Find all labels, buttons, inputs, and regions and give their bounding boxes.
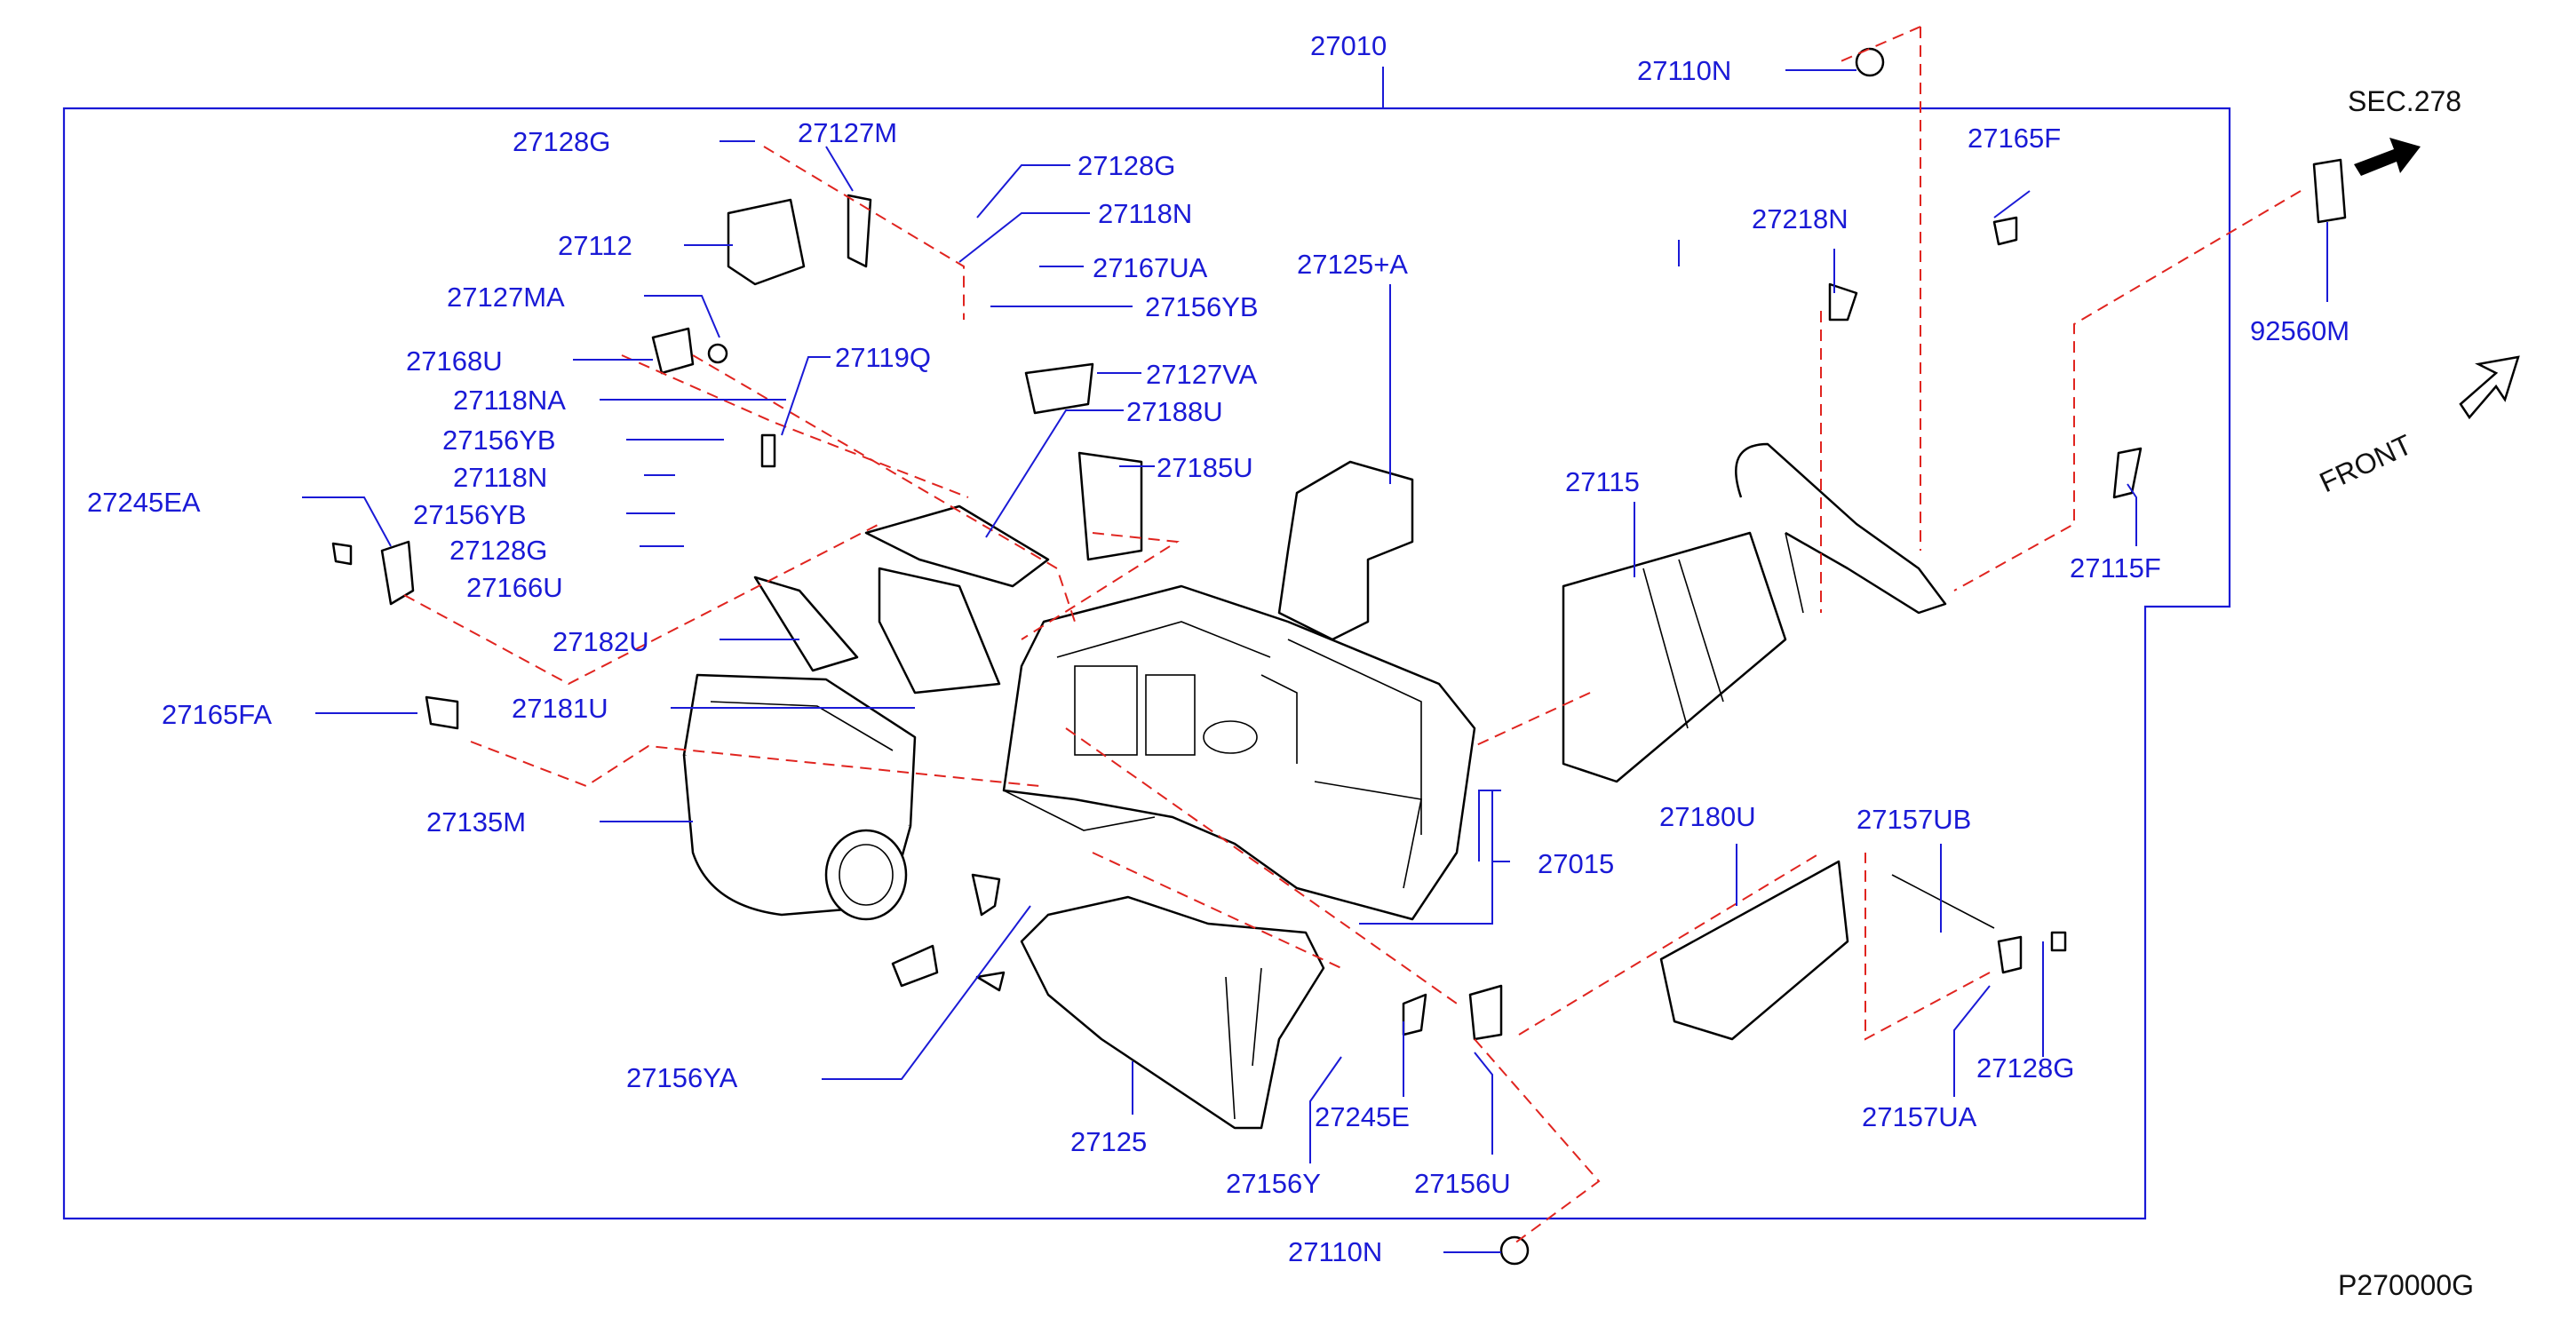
callout-27156Y: 27156Y	[1226, 1168, 1321, 1199]
callout-27182U: 27182U	[553, 626, 649, 657]
callout-27165FA: 27165FA	[162, 699, 272, 730]
callout-27156YA: 27156YA	[626, 1062, 738, 1093]
callout-27110N-bottom: 27110N	[1288, 1236, 1382, 1267]
diagram-reference-code: P270000G	[2338, 1269, 2474, 1301]
evaporator-icon	[1659, 860, 1849, 1041]
callout-27245EA: 27245EA	[87, 487, 201, 518]
callout-27125A: 27125+A	[1297, 249, 1408, 280]
parts-illustrations	[331, 47, 2520, 1266]
callout-27185U: 27185U	[1157, 452, 1253, 483]
callout-27156YB-c: 27156YB	[413, 499, 527, 530]
callout-27135M: 27135M	[426, 806, 526, 838]
callout-27010: 27010	[1310, 30, 1387, 61]
heater-case-icon	[1002, 584, 1476, 921]
door-27182U-icon	[753, 576, 859, 672]
section-reference: SEC.278	[2348, 85, 2461, 117]
heater-core-icon	[1562, 442, 1947, 783]
callout-27115F: 27115F	[2070, 552, 2161, 584]
callout-27115: 27115	[1565, 466, 1640, 497]
front-direction-label: FRONT	[2315, 428, 2417, 498]
fastener-icons	[331, 47, 2347, 1266]
callout-27127VA: 27127VA	[1146, 359, 1258, 390]
callout-27157UB: 27157UB	[1856, 804, 1971, 835]
duct-upper-icon	[1277, 460, 1414, 641]
callout-27128G-d: 27128G	[1976, 1052, 2074, 1084]
callout-27165F: 27165F	[1968, 123, 2061, 154]
front-arrow-icon	[2459, 355, 2520, 420]
callout-27118N-a: 27118N	[1098, 198, 1192, 229]
assembly-boundary	[62, 107, 2231, 1220]
callout-27110N-top: 27110N	[1637, 55, 1731, 86]
callout-27245E: 27245E	[1315, 1101, 1410, 1132]
dashed-reference-lines	[403, 26, 2302, 1244]
callout-27015: 27015	[1538, 848, 1614, 879]
callout-27118N-b: 27118N	[453, 462, 547, 493]
callout-27128G-b: 27128G	[1077, 150, 1175, 181]
callout-labels: 27010 27110N 27110N 27127M 27128G 27112 …	[87, 30, 2474, 1301]
callout-27218N: 27218N	[1752, 203, 1849, 234]
callout-27128G-a: 27128G	[513, 126, 610, 157]
duct-lower-icon	[1020, 895, 1325, 1130]
callout-92560M: 92560M	[2250, 315, 2349, 346]
filter-27185U-icon	[1077, 451, 1143, 561]
callout-27168U: 27168U	[406, 345, 503, 377]
filter-27188U-icon	[864, 504, 1050, 588]
callout-27128G-c: 27128G	[449, 535, 547, 566]
blower-unit-icon	[682, 673, 917, 921]
callout-27167UA: 27167UA	[1093, 252, 1208, 283]
callout-27119Q: 27119Q	[835, 342, 931, 373]
door-27181U-icon	[878, 567, 1001, 695]
callout-27156YB-b: 27156YB	[442, 425, 556, 456]
callout-27156U: 27156U	[1414, 1168, 1511, 1199]
callout-27180U: 27180U	[1659, 801, 1756, 832]
callout-27127M: 27127M	[798, 117, 897, 148]
leader-lines	[302, 69, 2328, 1253]
callout-27112: 27112	[558, 230, 632, 261]
callout-27166U: 27166U	[466, 572, 563, 603]
callout-27127MA: 27127MA	[447, 282, 565, 313]
callout-27188U: 27188U	[1126, 396, 1223, 427]
callout-27125: 27125	[1070, 1126, 1147, 1157]
sec-arrow-icon	[2354, 138, 2421, 176]
callout-27157UA: 27157UA	[1862, 1101, 1977, 1132]
callout-27181U: 27181U	[512, 693, 608, 724]
callout-27156YB-a: 27156YB	[1145, 291, 1259, 322]
callout-27118NA: 27118NA	[453, 385, 566, 416]
